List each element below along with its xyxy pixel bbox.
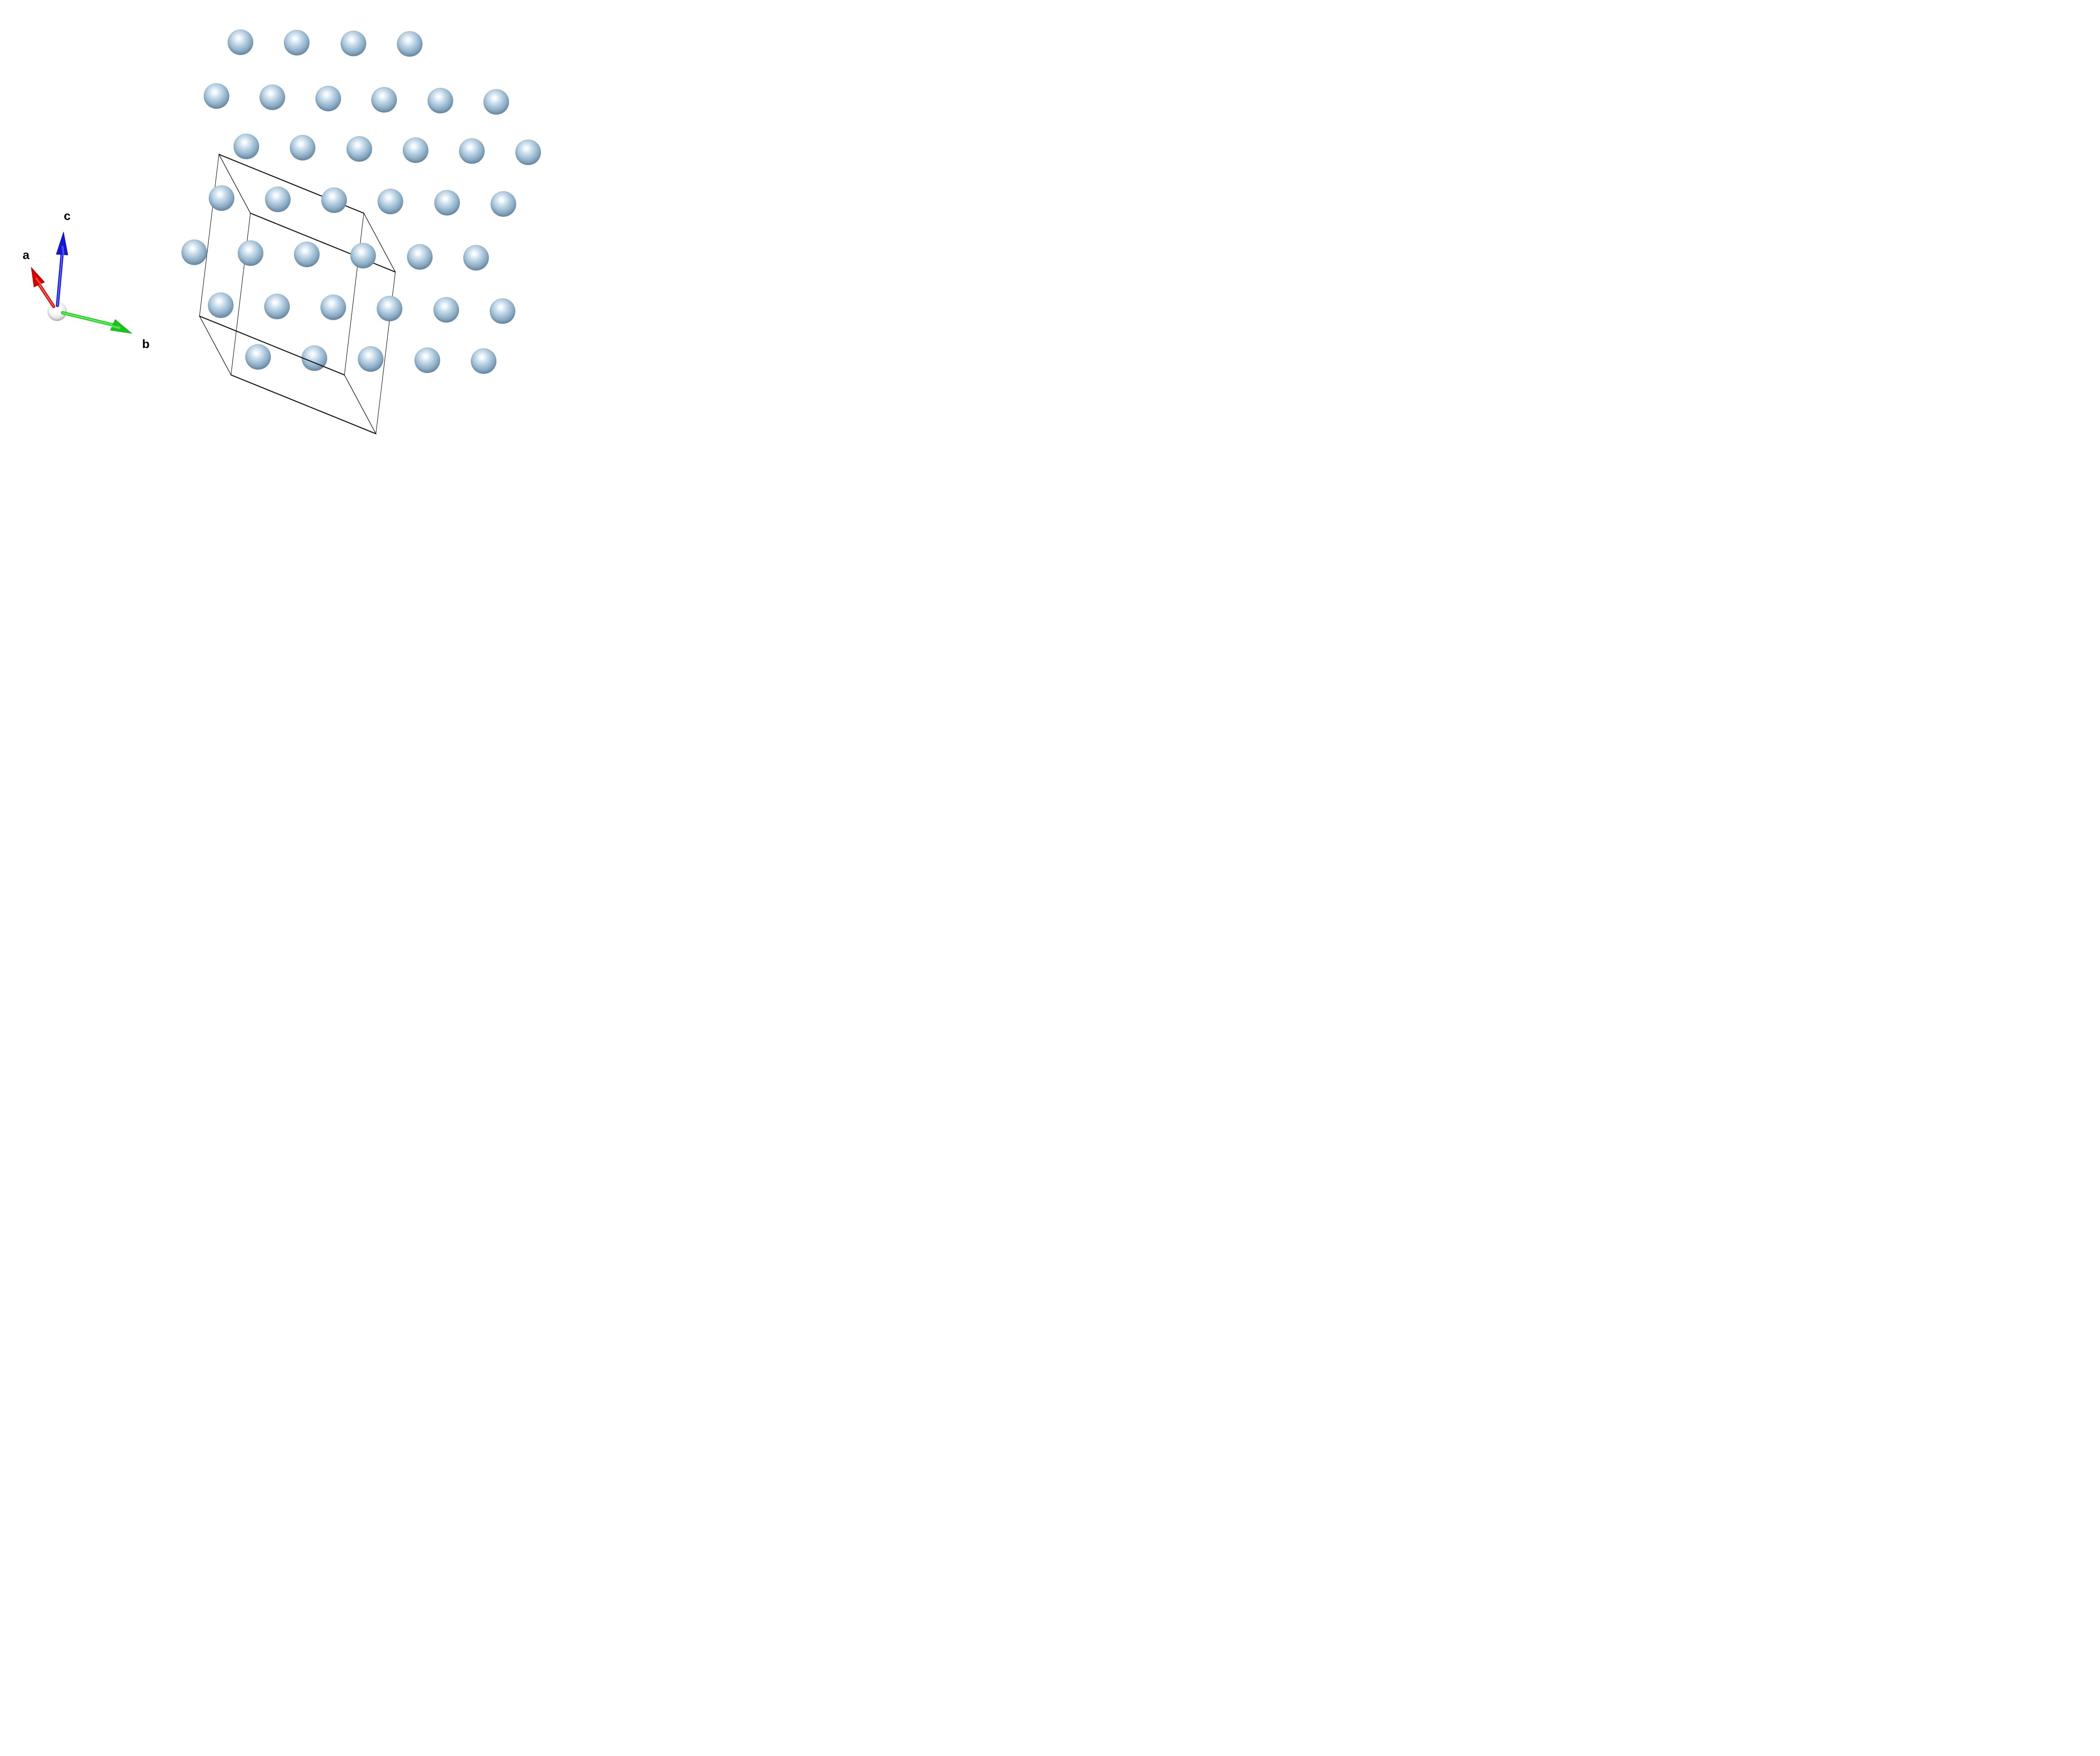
- atom-sphere[interactable]: [427, 88, 453, 114]
- axis-label-b: b: [142, 337, 150, 351]
- atom-sphere[interactable]: [284, 30, 310, 55]
- axis-label-a: a: [22, 248, 30, 262]
- atom-sphere[interactable]: [490, 191, 516, 217]
- atom-sphere[interactable]: [515, 139, 541, 165]
- atom-sphere[interactable]: [402, 137, 428, 163]
- atom-sphere[interactable]: [483, 89, 509, 115]
- atom-sphere[interactable]: [489, 298, 515, 324]
- atom-sphere[interactable]: [433, 297, 459, 323]
- structure-viewport[interactable]: a b c: [0, 0, 559, 439]
- atom-sphere[interactable]: [315, 85, 341, 111]
- atom-sphere[interactable]: [434, 189, 460, 216]
- atom-sphere[interactable]: [228, 29, 253, 55]
- atom-sphere[interactable]: [459, 138, 485, 164]
- atom-sphere[interactable]: [396, 31, 423, 57]
- atom-sphere[interactable]: [470, 348, 496, 374]
- atom-sphere[interactable]: [203, 83, 229, 109]
- atom-sphere[interactable]: [340, 30, 366, 56]
- axis-label-c: c: [63, 209, 71, 223]
- atom-sphere[interactable]: [259, 84, 285, 110]
- atom-sphere[interactable]: [463, 245, 489, 271]
- atom-sphere[interactable]: [407, 244, 433, 270]
- atom-sphere[interactable]: [264, 293, 290, 319]
- atom-sphere[interactable]: [371, 87, 397, 113]
- axis-labels: a b c: [0, 0, 559, 439]
- atom-sphere[interactable]: [378, 189, 404, 214]
- atom-sphere[interactable]: [414, 347, 440, 373]
